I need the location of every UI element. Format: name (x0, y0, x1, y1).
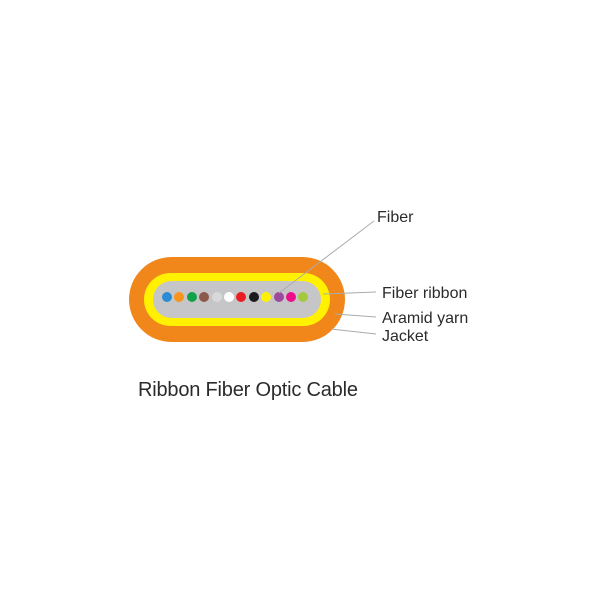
jacket-label: Jacket (382, 328, 429, 345)
fiber-line (278, 220, 375, 294)
fiber-dot-aqua (298, 292, 309, 302)
fiber-dot-orange (174, 292, 185, 302)
fiber-dot-slate (211, 292, 222, 302)
fiber-dot-white (223, 292, 234, 302)
fiber-dot-brown (199, 292, 210, 302)
fiber-dot-black (248, 292, 259, 302)
fiber-dot-green (186, 292, 197, 302)
fiber-ribbon-label: Fiber ribbon (382, 285, 468, 302)
fiber-ribbon-line (322, 291, 377, 295)
diagram-title: Ribbon Fiber Optic Cable (138, 379, 358, 401)
fiber-dot-rose (285, 292, 296, 302)
fiber-dot-blue (162, 292, 172, 302)
fiber-label: Fiber (377, 209, 414, 226)
aramid-yarn-label: Aramid yarn (382, 310, 469, 327)
fiber-dot-yellow (261, 292, 272, 302)
aramid-yarn-line (334, 313, 377, 318)
fiber-dots (162, 292, 309, 302)
fiber-dot-red (236, 292, 247, 302)
jacket-line (330, 328, 377, 335)
fiber-dot-violet (273, 292, 284, 302)
